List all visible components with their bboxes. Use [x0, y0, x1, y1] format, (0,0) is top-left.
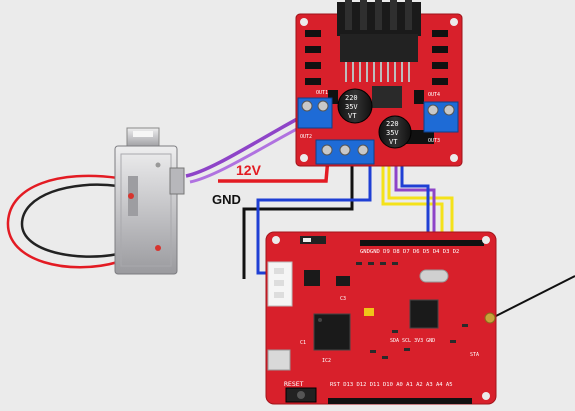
solenoid-lock: [6, 127, 185, 275]
heatsink: [337, 0, 421, 36]
label-top-header: GNDGND D9 D8 D7 D6 D5 D4 D3 D2: [360, 249, 459, 255]
label-sta: STA: [470, 352, 479, 358]
lock-lead-red: [6, 174, 119, 269]
mcu-hole-tl: [272, 236, 280, 244]
svg-text:35V: 35V: [345, 103, 358, 111]
mcu-pcb: [265, 231, 497, 405]
driver-hole-tl: [300, 18, 308, 26]
label-ic2: IC2: [322, 358, 331, 364]
svg-text:VT: VT: [389, 138, 398, 146]
micro-usb-port: [267, 349, 291, 371]
mcu-top-header: [360, 240, 484, 246]
driver-chip: [340, 34, 418, 62]
antenna-wire: [491, 275, 575, 319]
label-out3: OUT3: [428, 138, 440, 144]
terminal-power: [315, 139, 375, 165]
label-12v: 12V: [236, 162, 262, 178]
wire-gnd-black: [242, 158, 354, 279]
lock-plunger-highlight: [133, 131, 153, 137]
jumper-right: [414, 90, 424, 104]
lock-screw-left: [128, 193, 134, 199]
mcu-small-ic-1: [304, 270, 320, 286]
smd-parts: [356, 262, 468, 359]
wire-yellow-a: [381, 158, 444, 240]
driver-hole-tr: [450, 18, 458, 26]
driver-chip-pins: [345, 62, 410, 82]
yellow-capacitor: [364, 308, 374, 316]
wire-purple-header: [394, 158, 436, 240]
lock-screw-bottom: [155, 245, 161, 251]
label-bottom-header: RST D13 D12 D11 D10 A0 A1 A2 A3 A4 A5: [330, 382, 453, 388]
mcu-white-pin-1: [274, 268, 284, 274]
mcu-switch: [300, 236, 326, 244]
mcu-board: GNDGND D9 D8 D7 D6 D5 D4 D3 D2 RESET RST…: [265, 231, 497, 405]
driver-hole-br: [450, 154, 458, 162]
terminal-out3-out4: [423, 101, 459, 133]
svg-text:35V: 35V: [386, 129, 399, 137]
mcu-hole-tr: [482, 236, 490, 244]
jumper-left: [328, 90, 338, 104]
label-i2c: SDA SCL 3V3 GND: [390, 338, 435, 344]
diodes-left: [305, 30, 321, 85]
label-gnd: GND: [212, 192, 241, 207]
label-c3: C3: [340, 296, 346, 302]
label-out4: OUT4: [428, 92, 440, 98]
capacitor-left: 220 35V VT: [337, 88, 373, 124]
diodes-right: [432, 30, 448, 85]
mcu-switch-knob: [303, 238, 311, 242]
motor-driver-board: 220 35V VT 220 35V VT OUT1 OUT2 OUT4 OUT…: [295, 0, 463, 167]
mcu-chip-dot: [318, 318, 322, 322]
lock-body: [114, 145, 178, 275]
svg-text:220: 220: [386, 120, 399, 128]
mcu-white-pin-2: [274, 280, 284, 286]
radio-chip: [409, 299, 439, 329]
terminal-out1-out2: [297, 97, 333, 129]
lock-side-tab: [169, 167, 185, 195]
mcu-hole-br: [482, 392, 490, 400]
label-c1: C1: [300, 340, 306, 346]
svg-text:VT: VT: [348, 112, 357, 120]
regulator: [372, 86, 402, 108]
reset-button-cap: [297, 391, 305, 399]
mcu-white-pin-3: [274, 292, 284, 298]
wire-blue-header: [400, 158, 430, 240]
mcu-bottom-header: [328, 398, 472, 404]
wire-yellow-b: [387, 158, 454, 240]
label-out2: OUT2: [300, 134, 312, 140]
svg-text:220: 220: [345, 94, 358, 102]
lock-lead-black: [20, 183, 119, 258]
antenna-base: [484, 312, 496, 324]
label-reset: RESET: [284, 380, 304, 388]
label-out1: OUT1: [316, 90, 328, 96]
crystal: [419, 269, 449, 283]
lock-rivet: [155, 162, 161, 168]
capacitor-right: 220 35V VT: [378, 115, 412, 149]
mcu-small-ic-2: [336, 276, 350, 286]
lock-body-inset: [120, 153, 172, 267]
driver-hole-bl: [300, 154, 308, 162]
